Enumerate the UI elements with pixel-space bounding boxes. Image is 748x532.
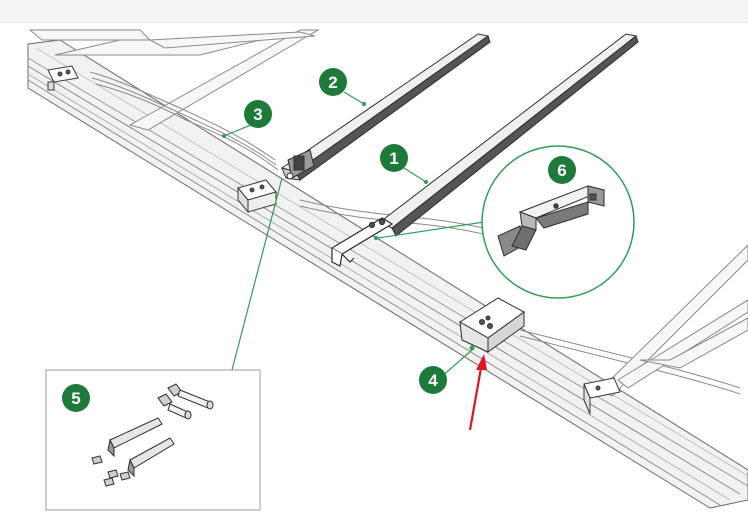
rail-bracket-mid — [237, 179, 277, 214]
callout-5: 5 — [62, 384, 90, 412]
rail-bracket-left — [47, 65, 79, 91]
callout-2: 2 — [319, 68, 347, 96]
leader-dot-1 — [424, 180, 428, 184]
callout-3: 3 — [244, 100, 272, 128]
nut-2 — [107, 469, 119, 479]
callout-1-label: 1 — [389, 149, 398, 168]
nut-3 — [119, 471, 131, 481]
part-4-bracket — [459, 297, 525, 353]
leader-2 — [343, 91, 365, 105]
bar-2 — [280, 33, 491, 181]
callout-4: 4 — [419, 366, 447, 394]
clip-plate-right — [127, 437, 175, 478]
nut-4 — [103, 477, 115, 487]
leader-dot-3 — [222, 134, 226, 138]
callout-2-label: 2 — [328, 73, 337, 92]
bar-1-clip-bracket — [330, 217, 394, 267]
callout-3-label: 3 — [253, 105, 262, 124]
leader-1 — [403, 167, 427, 183]
top-strip — [0, 0, 748, 23]
callout-6-label: 6 — [557, 161, 566, 180]
detail-6-magnifier — [481, 145, 635, 299]
clip-plate-left — [107, 417, 163, 458]
callout-4-label: 4 — [428, 371, 438, 390]
callout-1: 1 — [380, 144, 408, 172]
rail-bracket-right — [583, 377, 621, 415]
nut-1 — [91, 455, 103, 465]
bar-2-end-hardware — [286, 149, 315, 180]
bolt-upper — [167, 383, 214, 410]
bolt-lower — [157, 393, 192, 420]
leader-6 — [377, 221, 485, 239]
detail-5-hardware — [91, 383, 214, 487]
leader-4 — [439, 349, 473, 379]
leader-dot-2 — [362, 102, 366, 106]
callout-5-label: 5 — [71, 389, 80, 408]
callout-6: 6 — [548, 156, 576, 184]
red-arrow — [468, 354, 487, 431]
leader-5 — [231, 177, 283, 371]
lower-right-frame — [599, 244, 748, 397]
upper-cross-members — [28, 29, 320, 131]
detail-6-bracket — [497, 185, 606, 257]
